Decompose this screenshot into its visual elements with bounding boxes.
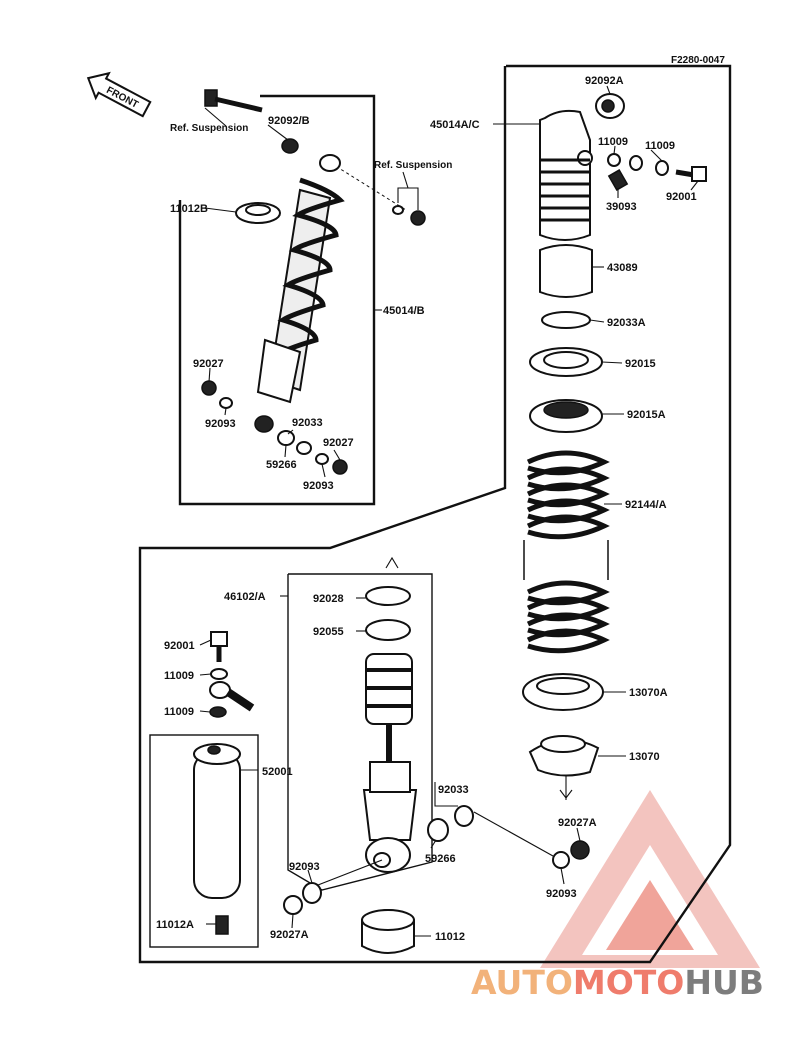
nut-92027-right: [332, 459, 348, 475]
bushing-92092b: [281, 138, 299, 154]
front-arrow-icon: FRONT: [86, 71, 152, 118]
label-92027-right: 92027: [323, 437, 354, 449]
spring-seat-13070a: [522, 673, 604, 711]
spring-92144a: [523, 450, 610, 654]
label-92092b: 92092/B: [268, 115, 310, 127]
main-shock-body-45014ac: [539, 109, 593, 241]
label-92144a: 92144/A: [625, 499, 667, 511]
label-92001-left: 92001: [164, 640, 195, 652]
label-92092a: 92092A: [585, 75, 624, 87]
label-11012b: 11012B: [170, 203, 208, 215]
label-11009-a: 11009: [598, 136, 628, 148]
left-shock-frame: [178, 94, 376, 506]
ref-suspension-left-label: Ref. Suspension: [170, 123, 248, 134]
label-11009-c: 11009: [164, 670, 194, 682]
reservoir-52001: [193, 743, 241, 899]
label-92001-top: 92001: [666, 191, 697, 203]
bushing-59266-left: [277, 430, 295, 446]
nut-92027a-middle: [283, 895, 303, 915]
main-assembly-frame: [138, 64, 732, 964]
bump-rubber-43089: [539, 244, 593, 298]
label-92093-left: 92093: [205, 418, 236, 430]
watermark-text: AUTOMOTOHUB: [471, 963, 764, 1002]
cap-11012a: [215, 915, 229, 935]
locknut-92015a: [529, 399, 603, 433]
label-92015: 92015: [625, 358, 656, 370]
label-92027a-right: 92027A: [558, 817, 597, 829]
damper-subframe: [287, 573, 433, 891]
label-13070: 13070: [629, 751, 660, 763]
washer-ref-suspension: [392, 205, 404, 215]
washer-11009-b: [629, 155, 643, 171]
watermark-logo: [540, 790, 760, 968]
bolt-92001-top: [675, 166, 707, 182]
label-46102a: 46102/A: [224, 591, 266, 603]
label-92093-middle: 92093: [289, 861, 320, 873]
label-11012a: 11012A: [156, 919, 194, 931]
label-92027-left: 92027: [193, 358, 224, 370]
nut-92027-left: [201, 380, 217, 396]
spring-seat-13070: [528, 735, 600, 777]
label-11009-d: 11009: [164, 706, 194, 718]
washer-92093-right: [315, 453, 329, 465]
label-59266-left: 59266: [266, 459, 297, 471]
label-45014b: 45014/B: [383, 305, 425, 317]
washer-11009-a: [607, 153, 621, 167]
ring-92033-left: [296, 441, 312, 455]
reservoir-subframe: [149, 734, 259, 948]
ring-92033-middle: [454, 805, 474, 827]
fitting-39093: [607, 169, 629, 191]
ring-92033a: [541, 311, 591, 329]
nut-ref-suspension: [410, 210, 426, 226]
label-59266-middle: 59266: [425, 853, 456, 865]
watermark-part-auto: AUTO: [471, 963, 573, 1002]
label-43089: 43089: [607, 262, 638, 274]
diagram-code: F2280-0047: [671, 55, 725, 66]
washer-92093-middle: [302, 882, 322, 904]
label-92015a: 92015A: [627, 409, 666, 421]
ref-suspension-right-label: Ref. Suspension: [374, 160, 452, 171]
label-92028: 92028: [313, 593, 344, 605]
bushing-92092a: [595, 93, 625, 119]
bolt-part: [204, 89, 263, 113]
label-92033-left: 92033: [292, 417, 323, 429]
washer-11009-d: [210, 668, 228, 680]
bushing-59266-middle: [427, 818, 449, 842]
label-92055: 92055: [313, 626, 344, 638]
label-92093-bottom: 92093: [546, 888, 577, 900]
label-92033-middle: 92033: [438, 784, 469, 796]
left-shock-absorber: [254, 154, 407, 433]
leader-lines: [199, 85, 699, 937]
label-92033a: 92033A: [607, 317, 646, 329]
label-39093: 39093: [606, 201, 637, 213]
collar-11012b: [235, 202, 281, 224]
label-11009-b: 11009: [645, 140, 675, 152]
locknut-92015: [529, 347, 603, 377]
banjo-fitting: [209, 681, 255, 712]
label-11012: 11012: [435, 931, 465, 943]
washer-92093-left: [219, 397, 233, 409]
label-45014ac: 45014A/C: [430, 119, 480, 131]
piston-rod-assembly-46102a: [362, 586, 418, 873]
label-92027a-middle: 92027A: [270, 929, 309, 941]
washer-92093-bottom: [552, 851, 570, 869]
collar-11012: [361, 909, 415, 954]
label-13070a: 13070A: [629, 687, 668, 699]
washer-11009-c: [655, 160, 669, 176]
nut-92027a-right: [570, 840, 590, 860]
washer-11009-e: [209, 706, 227, 718]
watermark-part-moto: MOTO: [573, 963, 684, 1002]
label-52001: 52001: [262, 766, 293, 778]
bolt-92001-left: [210, 631, 228, 662]
label-92093-right: 92093: [303, 480, 334, 492]
watermark-part-hub: HUB: [684, 963, 764, 1002]
